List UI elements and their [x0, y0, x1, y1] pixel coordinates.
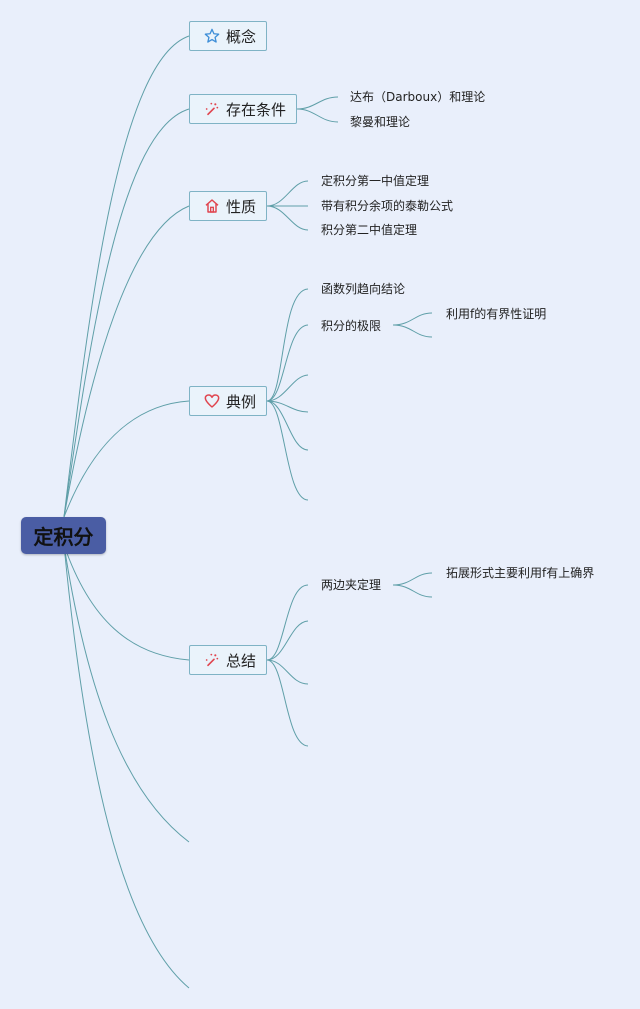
- topic-concept-label: 概念: [226, 27, 257, 46]
- topic-examples[interactable]: 典例: [189, 386, 267, 416]
- leaf-riemann[interactable]: 黎曼和理论: [350, 115, 411, 129]
- leaf-squeeze-theorem[interactable]: 两边夹定理: [321, 578, 382, 592]
- topic-concept[interactable]: 概念: [189, 21, 267, 51]
- link-example-sub-2: [392, 324, 433, 338]
- link-example-4: [266, 400, 309, 413]
- link-root-empty-1: [63, 544, 190, 843]
- topic-examples-label: 典例: [226, 392, 257, 411]
- root-label: 定积分: [33, 525, 94, 549]
- topic-summary[interactable]: 总结: [189, 645, 267, 675]
- topic-properties[interactable]: 性质: [189, 191, 267, 221]
- link-summary-3: [266, 659, 309, 685]
- link-root-examples: [63, 400, 190, 518]
- heart-icon: [203, 392, 221, 410]
- link-example-6: [266, 400, 309, 501]
- link-root-concept: [63, 35, 190, 518]
- link-example-2: [266, 324, 309, 402]
- magic-wand-icon: [203, 100, 221, 118]
- topic-properties-label: 性质: [226, 197, 257, 216]
- link-summary-sub-2: [392, 584, 433, 598]
- leaf-boundedness-proof[interactable]: 利用f的有界性证明: [446, 307, 547, 321]
- magic-wand-icon: [203, 651, 221, 669]
- leaf-first-mean-value[interactable]: 定积分第一中值定理: [321, 174, 430, 188]
- leaf-second-mean-value[interactable]: 积分第二中值定理: [321, 223, 418, 237]
- leaf-supremum-extension[interactable]: 拓展形式主要利用f有上确界: [446, 566, 595, 580]
- leaf-integral-limit[interactable]: 积分的极限: [321, 319, 382, 333]
- leaf-taylor-formula[interactable]: 带有积分余项的泰勒公式: [321, 199, 454, 213]
- link-property-3: [266, 205, 309, 231]
- topic-existence-label: 存在条件: [226, 100, 287, 119]
- link-root-properties: [63, 205, 190, 518]
- link-root-existence: [63, 108, 190, 518]
- link-summary-1: [266, 584, 309, 661]
- link-root-empty-2: [63, 544, 190, 989]
- link-summary-sub-1: [392, 572, 433, 586]
- link-root-summary: [63, 544, 190, 661]
- topic-existence[interactable]: 存在条件: [189, 94, 297, 124]
- link-example-3: [266, 374, 309, 402]
- link-existence-2: [296, 108, 339, 123]
- link-example-1: [266, 288, 309, 402]
- link-property-1: [266, 180, 309, 207]
- star-icon: [203, 27, 221, 45]
- leaf-darboux[interactable]: 达布（Darboux）和理论: [350, 90, 486, 104]
- home-icon: [203, 197, 221, 215]
- link-example-sub-1: [392, 312, 433, 326]
- leaf-function-sequence[interactable]: 函数列趋向结论: [321, 282, 406, 296]
- link-summary-2: [266, 620, 309, 661]
- link-example-5: [266, 400, 309, 451]
- root-topic[interactable]: 定积分: [21, 517, 106, 554]
- topic-summary-label: 总结: [226, 651, 257, 670]
- link-existence-1: [296, 96, 339, 110]
- link-summary-4: [266, 659, 309, 747]
